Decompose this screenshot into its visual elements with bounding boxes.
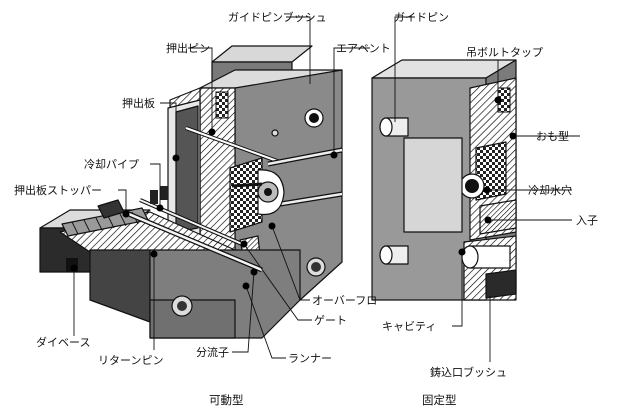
label-runner: ランナー bbox=[288, 352, 332, 365]
movable-die-drawing bbox=[39, 45, 343, 339]
caption-fixed-die: 固定型 bbox=[422, 393, 457, 407]
fixed-die-drawing bbox=[371, 59, 517, 301]
label-ejector-plate-stopper: 押出板ストッパー bbox=[14, 183, 102, 197]
leader-lines bbox=[70, 16, 580, 362]
label-eyebolt-tap: 吊ボルトタップ bbox=[466, 46, 543, 59]
label-cavity: キャビティ bbox=[382, 320, 436, 333]
label-ejector-pin: 押出ピン bbox=[166, 41, 210, 55]
label-insert: 入子 bbox=[576, 214, 598, 227]
label-overflow: オーバーフロー bbox=[312, 294, 388, 307]
label-spreader: 分流子 bbox=[196, 345, 229, 359]
label-return-pin: リターンピン bbox=[98, 354, 163, 367]
label-ejector-plate: 押出板 bbox=[122, 96, 155, 110]
label-gate: ゲート bbox=[314, 314, 347, 327]
label-die-base: ダイベース bbox=[36, 335, 90, 349]
label-sprue-bushing: 鋳込口ブッシュ bbox=[430, 365, 507, 379]
label-cooling-hole: 冷却水穴 bbox=[528, 183, 572, 197]
label-guide-pin-bushing: ガイドピンブッシュ bbox=[228, 10, 327, 24]
label-main-die: おも型 bbox=[536, 129, 569, 143]
label-cooling-pipe: 冷却パイプ bbox=[84, 158, 139, 171]
label-guide-pin: ガイドピン bbox=[394, 11, 449, 24]
caption-movable-die: 可動型 bbox=[209, 393, 244, 407]
label-air-vent: エアベント bbox=[336, 42, 391, 55]
